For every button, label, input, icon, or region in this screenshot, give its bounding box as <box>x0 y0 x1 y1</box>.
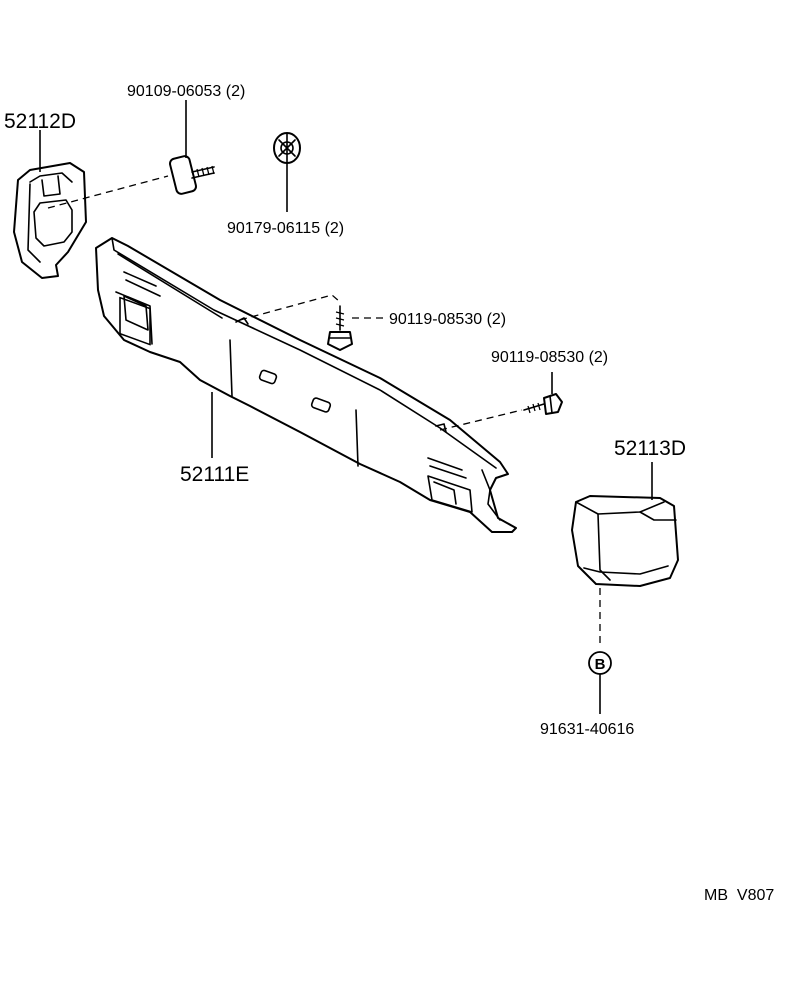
screw-90119-08530-mid[interactable] <box>327 305 353 351</box>
screw-90119-08530-right[interactable] <box>523 393 563 415</box>
dash-bumper-to-screw-mid <box>239 294 341 321</box>
label-90109-06053: 90109-06053 (2) <box>127 83 245 100</box>
label-90179-06115: 90179-06115 (2) <box>227 220 344 237</box>
dash-bumper-to-screw-right <box>439 409 523 431</box>
label-90119-08530-right: 90119-08530 (2) <box>491 349 608 366</box>
footer-code: MB V807 <box>704 887 774 904</box>
front-bumper-reinforcement-52111e[interactable] <box>95 237 517 533</box>
callout-b-letter: B <box>595 656 606 673</box>
label-52113d: 52113D <box>614 437 686 460</box>
label-90119-08530-mid: 90119-08530 (2) <box>389 311 506 328</box>
callout-b[interactable]: B <box>588 651 612 675</box>
left-bumper-end-52112d[interactable] <box>13 162 87 279</box>
bolt-90109-06053[interactable] <box>169 155 215 195</box>
label-52112d: 52112D <box>4 110 76 133</box>
right-bumper-end-52113d[interactable] <box>571 495 679 587</box>
clip-90179-06115[interactable] <box>273 132 301 164</box>
label-91631-40616: 91631-40616 <box>540 721 634 738</box>
dash-left-corner-to-bolt <box>47 175 169 209</box>
label-52111e: 52111E <box>180 463 249 486</box>
